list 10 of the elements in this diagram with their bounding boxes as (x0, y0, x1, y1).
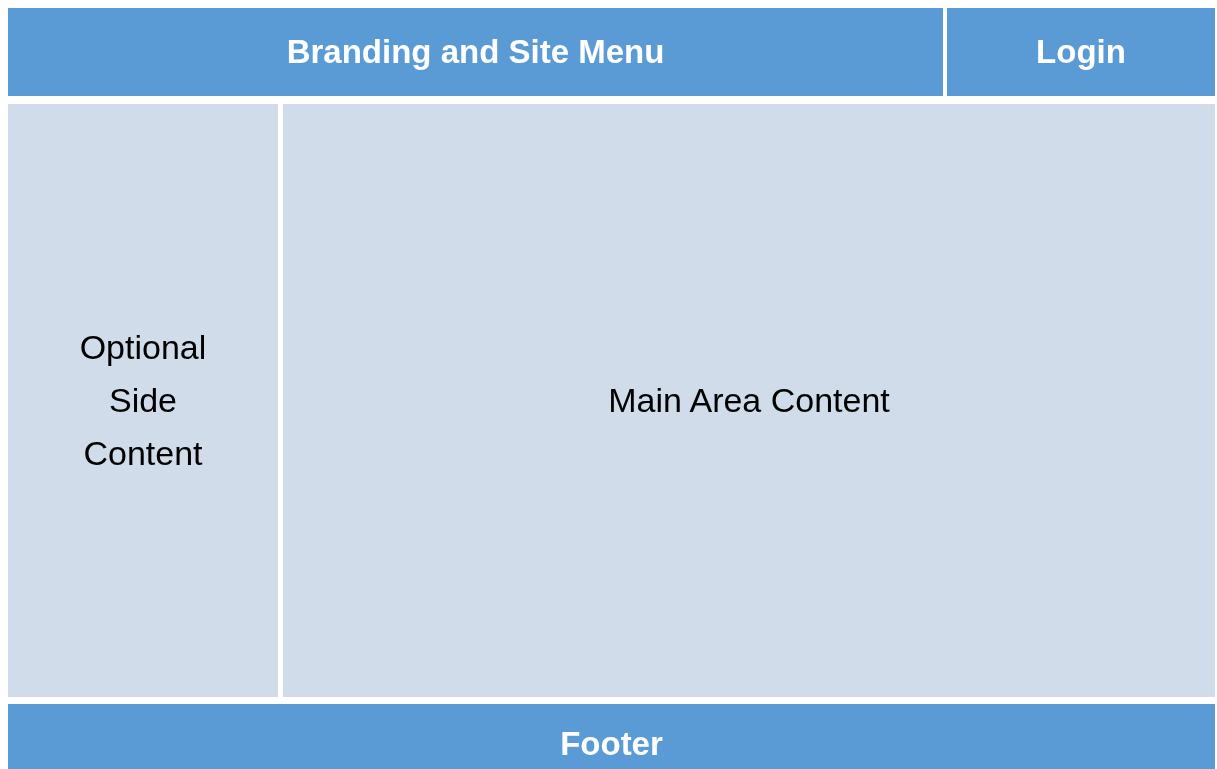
side-panel (8, 104, 278, 697)
region-label: Main Area Content (608, 380, 890, 422)
region-label: Footer (560, 724, 663, 764)
region-label: Login (1036, 32, 1126, 73)
login-bar (947, 8, 1215, 96)
header-bar (8, 8, 943, 96)
region-label: Branding and Site Menu (286, 32, 665, 73)
region-label: Optional Side Content (78, 327, 208, 474)
footer-bar (8, 704, 1215, 769)
main-panel (283, 104, 1215, 697)
